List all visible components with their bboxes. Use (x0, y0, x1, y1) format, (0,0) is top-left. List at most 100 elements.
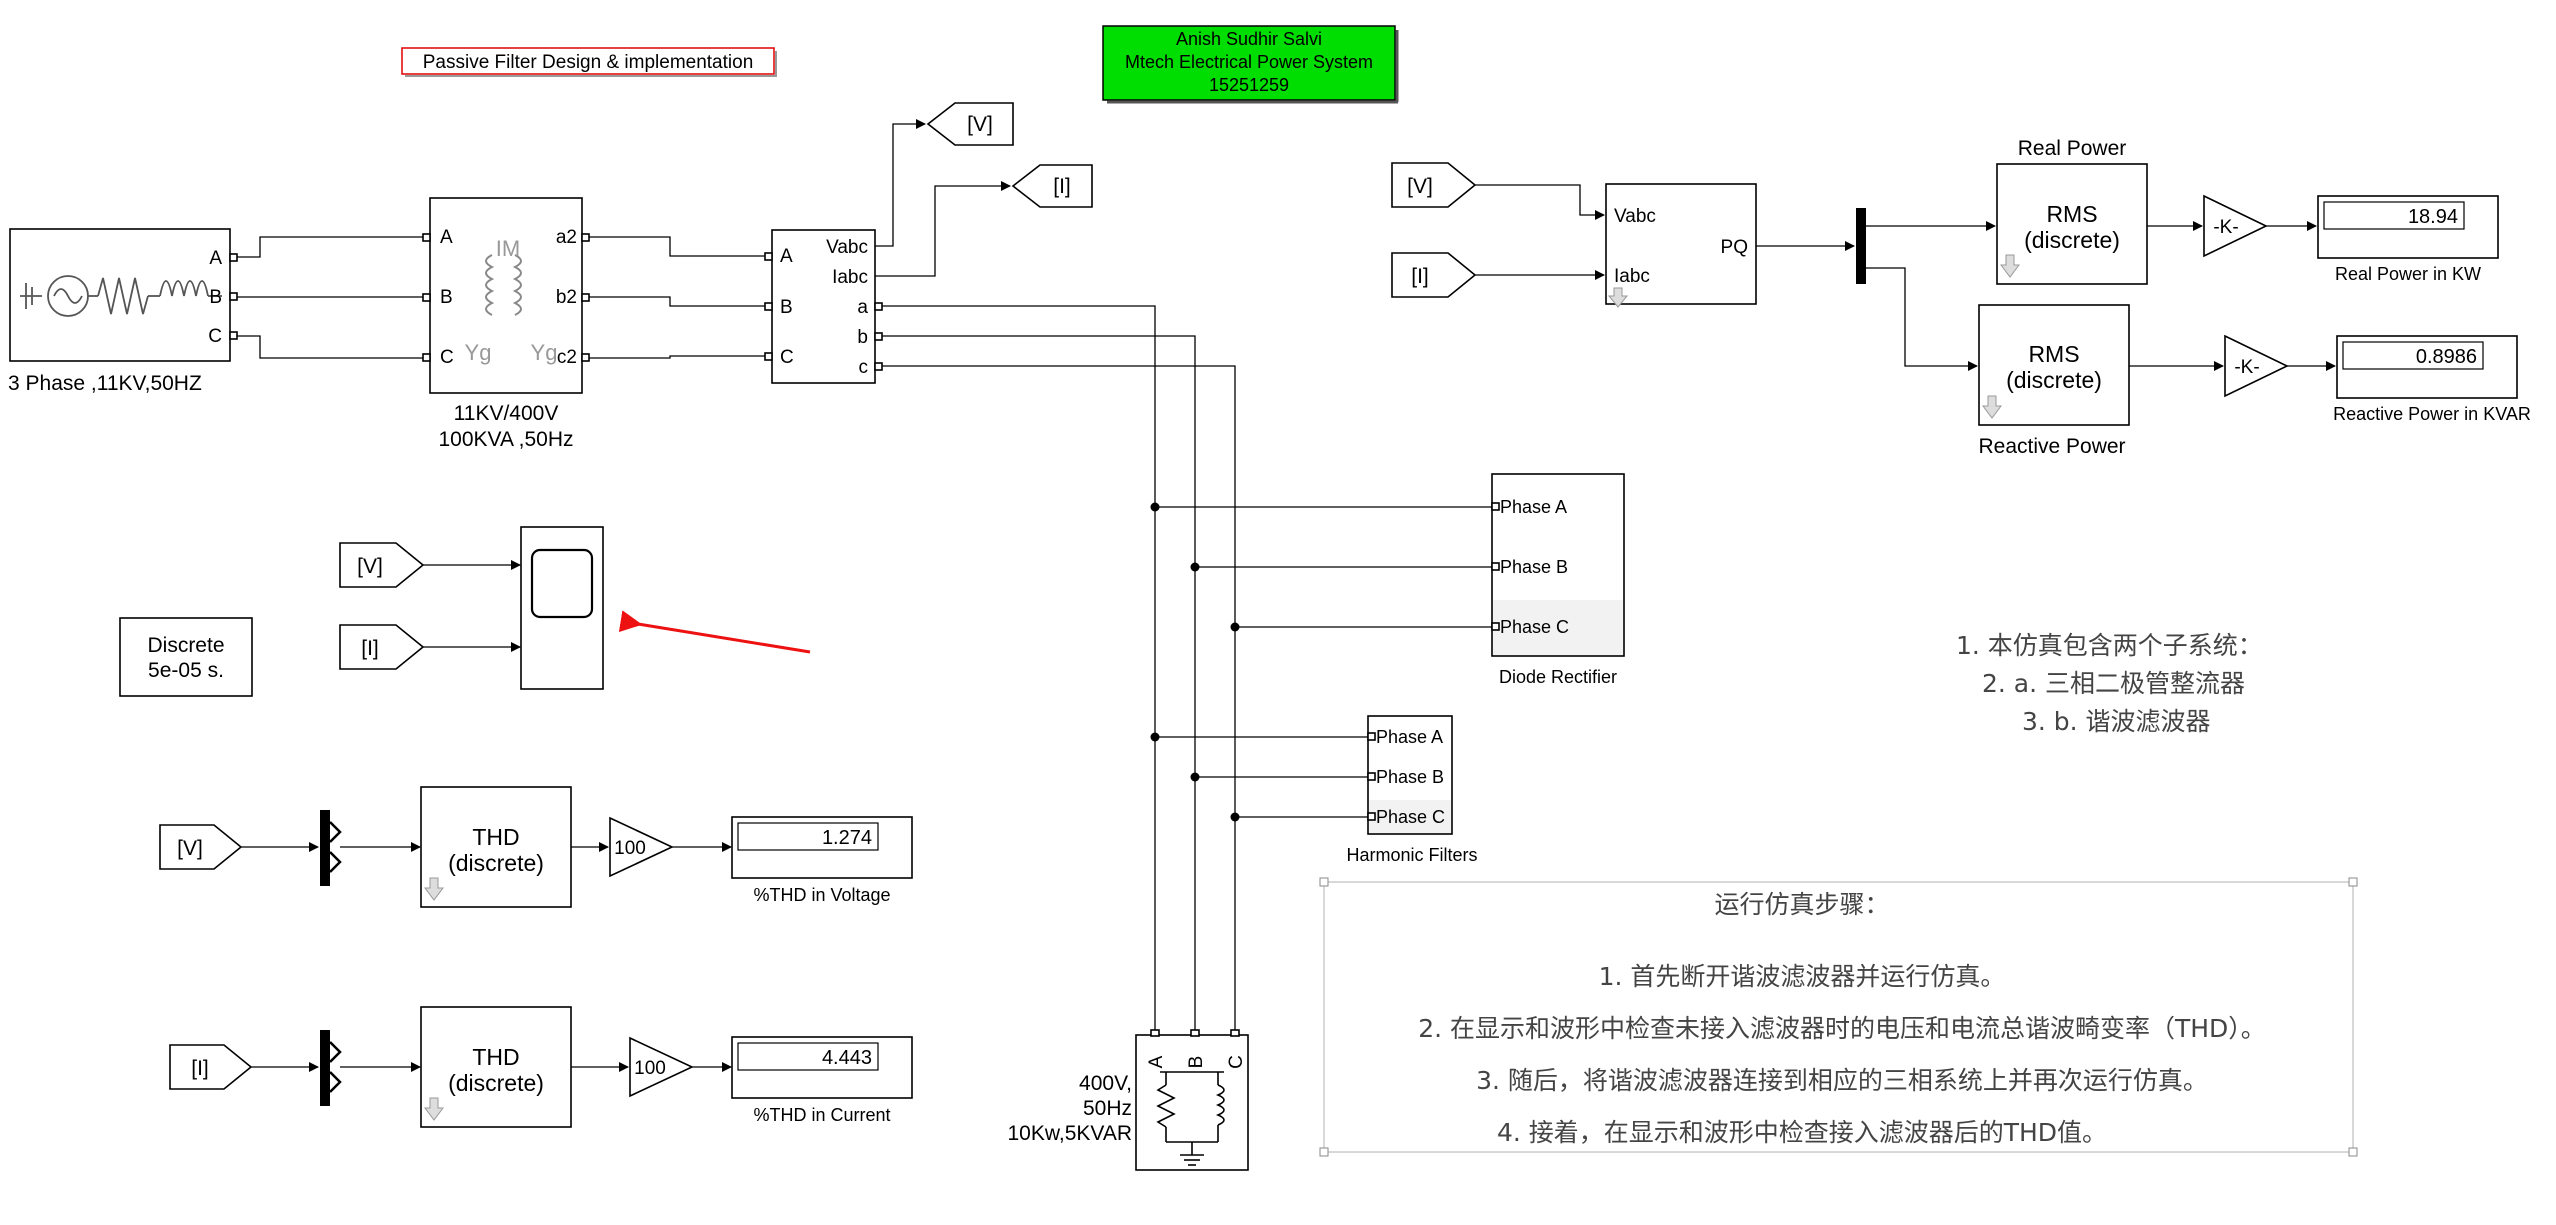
reactive-power-label: Reactive Power in KVAR (2333, 404, 2531, 424)
transformer-block[interactable]: A B C a2 b2 c2 IM Yg Yg (422, 197, 590, 394)
from-tag-i-thd[interactable]: [I] (169, 1044, 253, 1090)
from-tag-i-scope[interactable]: [I] (339, 624, 425, 670)
author-annotation[interactable]: Anish Sudhir Salvi Mtech Electrical Powe… (1102, 25, 1399, 104)
gain-real-power[interactable]: -K- (2203, 194, 2268, 258)
filters-port-b: Phase B (1376, 767, 1444, 787)
svg-text:PQ: PQ (1721, 237, 1748, 258)
three-phase-load-block[interactable]: A B C (1135, 1029, 1249, 1171)
vi-measurement-block[interactable]: A B C Vabc Iabc a b c (764, 229, 883, 384)
goto-tag-v[interactable]: [V] (926, 102, 1014, 146)
discrete-down-arrow-icon (424, 1097, 444, 1121)
thd-voltage-block[interactable]: THD (discrete) (420, 786, 572, 908)
gain-reactive-power[interactable]: -K- (2224, 334, 2289, 398)
filters-port-a: Phase A (1376, 727, 1443, 747)
svg-text:THD: THD (472, 824, 519, 850)
powergui-block[interactable]: Discrete 5e-05 s. (119, 617, 253, 697)
author-program: Mtech Electrical Power System (1125, 52, 1373, 72)
svg-text:(discrete): (discrete) (448, 1070, 544, 1096)
filters-port-c: Phase C (1376, 807, 1445, 827)
diode-rectifier-block[interactable]: Phase A Phase B Phase C (1491, 473, 1625, 657)
subsystem-notes[interactable]: 1. 本仿真包含两个子系统： 2. a. 三相二极管整流器 3. b. 谐波滤波… (1956, 631, 2263, 736)
transformer-port-c: C (440, 347, 454, 368)
svg-text:Vabc: Vabc (1614, 206, 1656, 227)
display-thd-current[interactable]: 4.443 (731, 1036, 913, 1099)
svg-text:-K-: -K- (2234, 357, 2259, 378)
gain-thd-current[interactable]: 100 (629, 1036, 694, 1098)
svg-text:(discrete): (discrete) (448, 850, 544, 876)
rms-reactive-power-block[interactable]: RMS (discrete) (1978, 304, 2130, 426)
svg-text:100: 100 (634, 1058, 666, 1079)
from-tag-v-thd[interactable]: [V] (159, 824, 243, 870)
thd-voltage-label: %THD in Voltage (753, 885, 890, 905)
display-real-power[interactable]: 18.94 (2317, 195, 2499, 259)
harmonic-filters-block[interactable]: Phase A Phase B Phase C (1367, 715, 1453, 835)
powergui-mode: Discrete (147, 634, 224, 657)
transformer-port-a2: a2 (556, 227, 577, 248)
svg-text:-K-: -K- (2213, 217, 2238, 238)
measurement-port-a-out: a (857, 297, 868, 318)
gain-thd-voltage[interactable]: 100 (609, 816, 674, 878)
scope-block[interactable] (520, 526, 604, 690)
demux-power[interactable] (1856, 208, 1866, 284)
load-port-b: B (1186, 1056, 1207, 1069)
sine-source-icon (20, 275, 222, 317)
svg-text:RMS: RMS (2028, 341, 2079, 367)
from-tag-v-power[interactable]: [V] (1391, 162, 1477, 208)
steps-title: 运行仿真步骤： (1714, 890, 1889, 919)
transformer-yg-left: Yg (465, 340, 492, 365)
measurement-port-iabc: Iabc (832, 267, 868, 288)
svg-text:[V]: [V] (357, 555, 383, 578)
from-tag-v-scope[interactable]: [V] (339, 542, 425, 588)
simulation-steps-annotation[interactable]: 运行仿真步骤： 1. 首先断开谐波滤波器并运行仿真。 2. 在显示和波形中检查未… (1319, 877, 2358, 1157)
author-id: 15251259 (1209, 75, 1289, 95)
source-port-b: B (209, 287, 222, 308)
transformer-coil-icon: IM Yg Yg (465, 236, 558, 365)
title-annotation[interactable]: Passive Filter Design & implementation (401, 47, 777, 77)
rectifier-port-c: Phase C (1500, 617, 1569, 637)
demux-current[interactable] (320, 1030, 342, 1106)
svg-text:[I]: [I] (1053, 175, 1071, 198)
three-phase-source-block[interactable]: A B C (9, 228, 238, 362)
rectifier-port-b: Phase B (1500, 557, 1568, 577)
discrete-down-arrow-icon (424, 877, 444, 901)
discrete-down-arrow-icon (1607, 287, 1629, 308)
measurement-port-c: C (780, 347, 794, 368)
author-name: Anish Sudhir Salvi (1176, 29, 1322, 49)
pq-calculation-block[interactable]: Vabc Iabc PQ (1605, 183, 1757, 308)
svg-text:4.443: 4.443 (822, 1047, 872, 1069)
thd-current-block[interactable]: THD (discrete) (420, 1006, 572, 1128)
load-port-c: C (1226, 1055, 1247, 1069)
transformer-label-voltage: 11KV/400V (454, 402, 559, 425)
svg-text:18.94: 18.94 (2408, 206, 2458, 228)
discrete-down-arrow-icon (1982, 395, 2002, 419)
rms-real-power-block[interactable]: RMS (discrete) (1996, 163, 2148, 285)
measurement-port-c-out: c (859, 357, 869, 378)
svg-text:[I]: [I] (191, 1057, 209, 1080)
note-line-3: 3. b. 谐波滤波器 (2022, 707, 2211, 736)
discrete-down-arrow-icon (2000, 254, 2020, 278)
steps-line-1: 1. 首先断开谐波滤波器并运行仿真。 (1599, 962, 2006, 991)
load-port-a: A (1146, 1055, 1167, 1068)
steps-line-2: 2. 在显示和波形中检查未接入滤波器时的电压和电流总谐波畸变率（THD）。 (1418, 1014, 2266, 1043)
steps-line-4: 4. 接着，在显示和波形中检查接入滤波器后的THD值。 (1497, 1118, 2107, 1147)
reactive-power-title: Reactive Power (1978, 435, 2125, 458)
svg-text:1.274: 1.274 (822, 827, 872, 849)
svg-text:(discrete): (discrete) (2024, 227, 2120, 253)
note-line-2: 2. a. 三相二极管整流器 (1982, 669, 2245, 698)
demux-voltage[interactable] (320, 810, 342, 886)
display-reactive-power[interactable]: 0.8986 (2336, 335, 2518, 399)
svg-text:[V]: [V] (1407, 175, 1433, 198)
measurement-port-b-out: b (857, 327, 868, 348)
from-tag-i-power[interactable]: [I] (1391, 252, 1477, 298)
goto-tag-i[interactable]: [I] (1011, 164, 1093, 208)
transformer-label-rating: 100KVA ,50Hz (438, 428, 573, 451)
diode-rectifier-label: Diode Rectifier (1499, 667, 1617, 687)
title-text: Passive Filter Design & implementation (423, 52, 754, 73)
source-port-a: A (209, 248, 222, 269)
thd-current-label: %THD in Current (753, 1105, 890, 1125)
display-thd-voltage[interactable]: 1.274 (731, 816, 913, 879)
transformer-port-a: A (440, 227, 453, 248)
load-label-power: 10Kw,5KVAR (1007, 1122, 1132, 1145)
rectifier-port-a: Phase A (1500, 497, 1567, 517)
